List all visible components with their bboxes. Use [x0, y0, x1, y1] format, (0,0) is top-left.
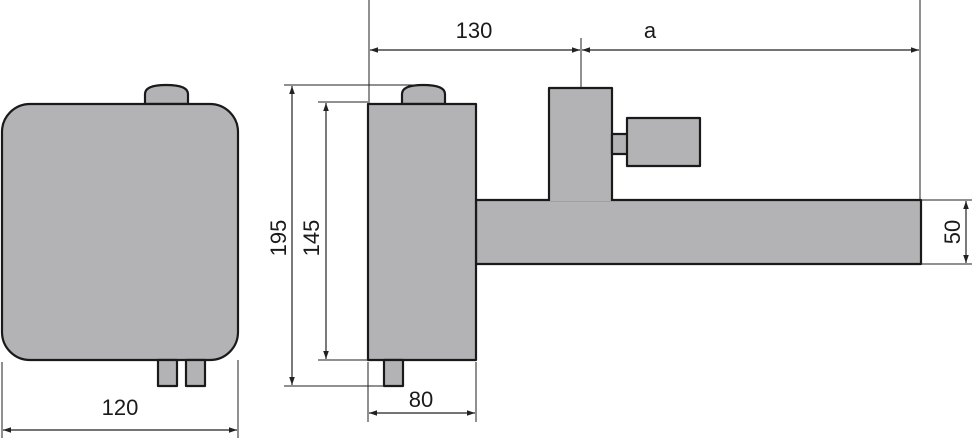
- side-view-cap: [400, 83, 447, 106]
- side-view: [366, 83, 923, 388]
- side-view-motor-shaft: [610, 132, 630, 156]
- body-width-label: 80: [409, 387, 433, 412]
- side-view-body: [366, 102, 478, 362]
- height-total-label: 195: [266, 220, 291, 257]
- offset-label: 130: [456, 18, 493, 43]
- front-view: 120: [0, 83, 240, 438]
- arm-height-label: 50: [940, 220, 965, 244]
- front-width-label: 120: [102, 395, 139, 420]
- front-view-cap: [143, 83, 190, 106]
- side-view-riser: [547, 86, 614, 201]
- front-view-connector-left: [156, 358, 179, 388]
- front-view-housing: [0, 102, 240, 362]
- height-body-label: 145: [299, 220, 324, 257]
- side-view-dimensions: 130 a 195 145 80 50: [266, 0, 972, 422]
- front-view-connector-right: [184, 358, 207, 388]
- length-label: a: [644, 18, 657, 43]
- side-view-connector: [382, 358, 405, 388]
- side-view-arm: [474, 198, 923, 266]
- side-view-motor: [625, 116, 702, 168]
